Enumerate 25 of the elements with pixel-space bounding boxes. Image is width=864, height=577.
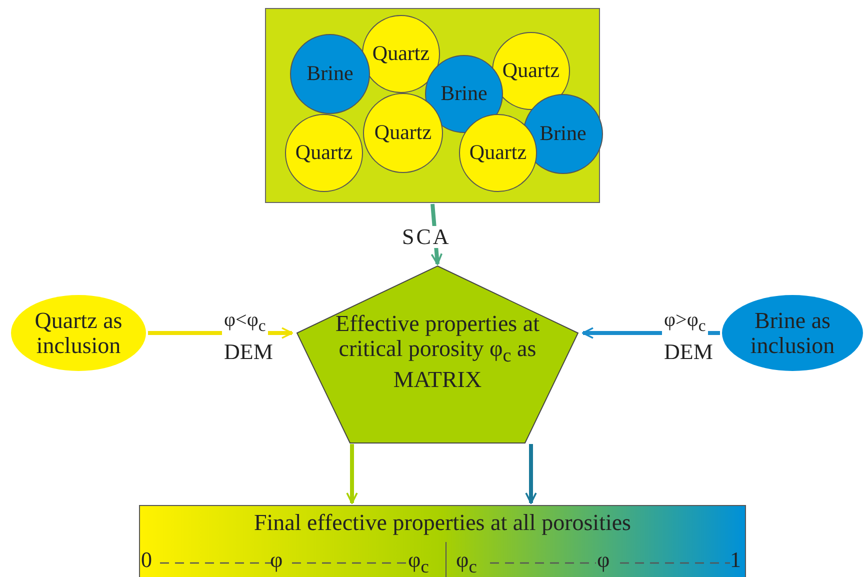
method-label: DEM (664, 341, 713, 363)
scale-label: 0 (141, 549, 152, 571)
scale-label: φ (270, 549, 283, 571)
grain-label: Quartz (294, 139, 354, 166)
node-label: Final effective properties at all porosities (252, 510, 632, 537)
arrow (525, 444, 537, 504)
grain-label: Brine (538, 120, 588, 148)
arrow (346, 444, 358, 504)
scale-label: φ$_{c}$ (408, 549, 429, 576)
node-label: Quartz as inclusion (34, 306, 124, 360)
scale-label: φ$_{c}$ (456, 549, 477, 576)
grain-label: Quartz (468, 139, 528, 166)
grain-label: Brine (440, 80, 488, 108)
matrix-pentagon (297, 266, 578, 443)
node-label: Effective properties at critical porosity φ$_{c}$ as MATRIX (334, 310, 540, 394)
grain-label: Quartz (501, 57, 561, 84)
scale-label: φ (597, 549, 610, 571)
grain-label: Quartz (371, 40, 431, 68)
porosity-range-bar (139, 505, 746, 577)
method-label: DEM (224, 341, 273, 363)
grain-label: Quartz (373, 119, 433, 146)
scale-label: 1 (730, 549, 741, 571)
node-label: Brine as inclusion (749, 306, 836, 360)
grain-label: Brine (306, 60, 354, 88)
grain-pack-panel (265, 8, 600, 203)
